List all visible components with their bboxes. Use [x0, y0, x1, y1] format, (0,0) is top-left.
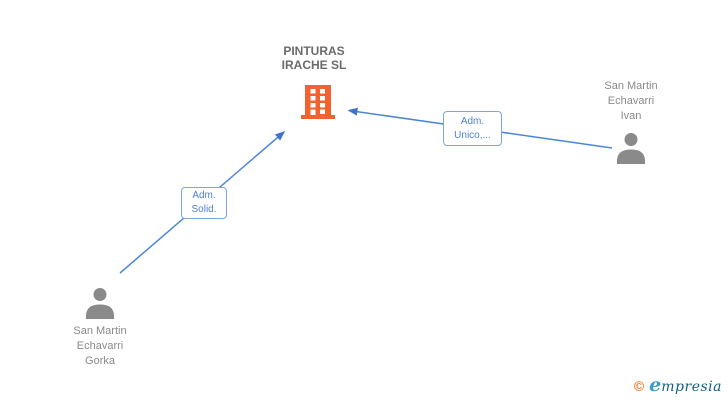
person-name-line: San Martin: [73, 325, 127, 337]
person-icon-gorka[interactable]: [83, 287, 117, 319]
brand-rest: mpresia: [661, 379, 722, 395]
edge-label-adm-unico: Adm. Unico,...: [443, 111, 502, 146]
company-name[interactable]: PINTURAS IRACHE SL: [234, 44, 394, 72]
person-name-ivan[interactable]: San Martin Echavarri Ivan: [571, 79, 691, 124]
brand-initial: e: [649, 374, 662, 396]
person-name-line: Gorka: [85, 355, 115, 367]
person-name-line: Echavarri: [607, 95, 655, 107]
brand-name: empresia: [649, 374, 722, 396]
person-name-line: Echavarri: [76, 340, 124, 352]
building-icon[interactable]: [300, 85, 336, 120]
edge-label-adm-solid: Adm. Solid.: [181, 187, 227, 219]
empresia-logo[interactable]: © empresia: [634, 374, 722, 396]
copyright-icon: ©: [633, 378, 645, 394]
person-name-line: San Martin: [604, 80, 658, 92]
edge-label-line: Adm.: [192, 190, 216, 201]
edge-label-line: Solid.: [191, 204, 217, 215]
edge-label-line: Adm.: [460, 115, 485, 127]
edge-label-line: Unico,...: [454, 129, 491, 141]
company-name-line: IRACHE SL: [281, 58, 347, 72]
person-icon-ivan[interactable]: [614, 132, 648, 164]
person-name-gorka[interactable]: San Martin Echavarri Gorka: [40, 324, 160, 369]
company-name-line: PINTURAS: [283, 44, 345, 58]
person-name-line: Ivan: [620, 110, 642, 122]
